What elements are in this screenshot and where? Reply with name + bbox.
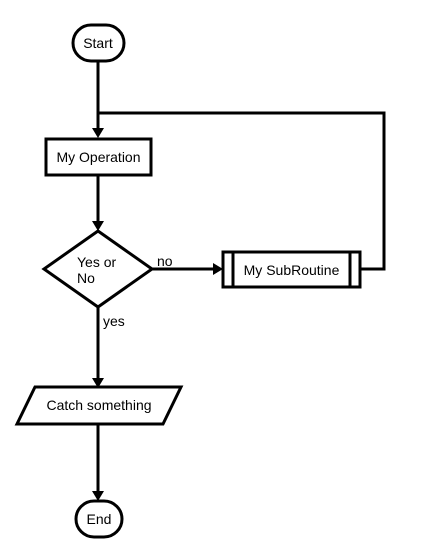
my-operation-label: My Operation xyxy=(56,149,140,165)
subroutine-shape xyxy=(221,250,362,289)
edge-label-yes: yes xyxy=(103,313,125,329)
edge-catch-to-end xyxy=(92,424,104,501)
my-operation-node[interactable]: My Operation xyxy=(44,137,153,177)
catch-something-shape xyxy=(14,385,184,426)
edge-label-no: no xyxy=(157,253,173,269)
edge-start-to-operation xyxy=(92,61,104,138)
edge-decision-to-subroutine xyxy=(152,263,223,275)
decision-shape xyxy=(41,229,155,309)
edge-subroutine-loop-back xyxy=(98,111,386,271)
edge-decision-to-catch xyxy=(92,307,104,388)
decision-label-line2: No xyxy=(77,270,95,286)
subroutine-node[interactable]: My SubRoutine xyxy=(221,250,362,289)
decision-label-line1: Yes or xyxy=(77,254,117,270)
start-node[interactable]: Start xyxy=(71,23,126,63)
catch-something-label: Catch something xyxy=(46,397,151,413)
start-label: Start xyxy=(83,35,113,51)
catch-something-node[interactable]: Catch something xyxy=(14,385,184,426)
decision-node[interactable]: Yes or No xyxy=(41,229,155,309)
my-operation-shape xyxy=(44,137,153,177)
end-node[interactable]: End xyxy=(74,499,124,539)
end-shape xyxy=(74,499,124,539)
edge-operation-to-decision xyxy=(92,175,104,231)
start-shape xyxy=(71,23,126,63)
end-label: End xyxy=(87,511,112,527)
subroutine-label: My SubRoutine xyxy=(244,262,340,278)
